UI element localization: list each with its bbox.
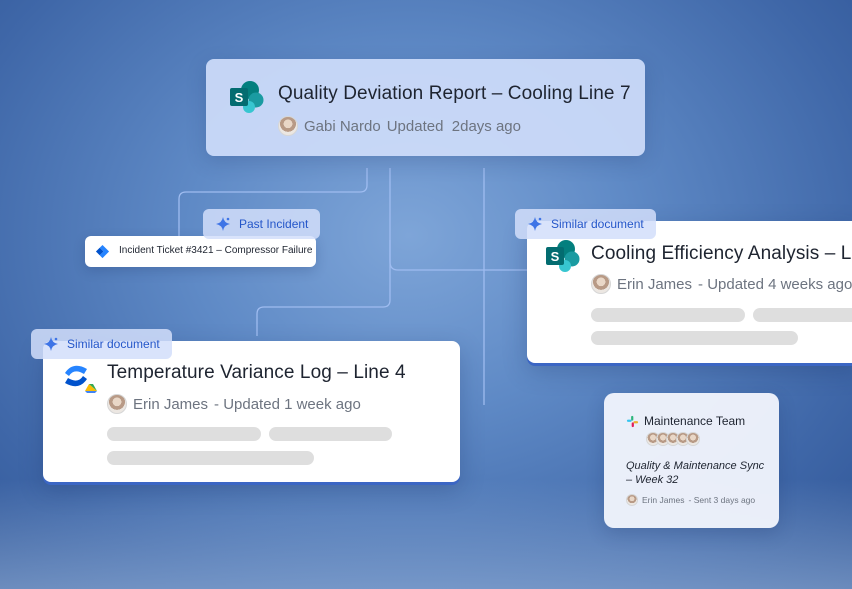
sparkle-icon	[216, 217, 230, 231]
temperature-card-title: Temperature Variance Log – Line 4	[107, 362, 406, 383]
similar-document-label: Similar document	[67, 337, 160, 351]
sharepoint-icon: S	[546, 240, 580, 272]
author-name: Gabi Nardo	[304, 117, 381, 135]
avatar	[686, 432, 700, 446]
placeholder-bar	[591, 331, 798, 345]
svg-text:S: S	[235, 90, 244, 105]
sent-text: - Sent 3 days ago	[688, 495, 756, 505]
main-report-card[interactable]: S Quality Deviation Report – Cooling Lin…	[206, 59, 645, 156]
channel-name: Maintenance Team	[644, 414, 746, 428]
placeholder-bar	[107, 427, 261, 441]
avatar	[591, 274, 611, 294]
placeholder-bar	[753, 308, 852, 322]
cooling-efficiency-card[interactable]: S Cooling Efficiency Analysis – Li Erin …	[527, 221, 852, 363]
updated-text: - Updated 1 week ago	[214, 395, 361, 413]
cooling-card-title: Cooling Efficiency Analysis – Li	[591, 243, 852, 264]
confluence-drive-icon	[65, 365, 97, 393]
slack-message-card[interactable]: Maintenance Team Quality & Maintenance S…	[604, 393, 779, 528]
updated-text: Updated 2days ago	[386, 117, 521, 135]
temperature-variance-card[interactable]: Temperature Variance Log – Line 4 Erin J…	[43, 341, 460, 482]
avatar	[107, 394, 127, 414]
jira-icon	[95, 244, 110, 259]
past-incident-label: Past Incident	[239, 217, 309, 231]
sparkle-icon	[44, 337, 58, 351]
main-report-title: Quality Deviation Report – Cooling Line …	[278, 83, 631, 104]
slack-icon	[626, 415, 639, 427]
placeholder-bar	[591, 308, 745, 322]
svg-text:S: S	[551, 249, 560, 264]
updated-text: - Updated 4 weeks ago	[698, 275, 852, 293]
participant-avatars	[646, 432, 700, 446]
incident-ticket-title: Incident Ticket #3421 – Compressor Failu…	[119, 245, 313, 256]
past-incident-tag: Past Incident	[203, 209, 321, 239]
similar-document-label: Similar document	[551, 217, 644, 231]
message-text: Quality & Maintenance Sync – Week 32	[626, 460, 765, 486]
sharepoint-icon: S	[230, 81, 264, 113]
similar-document-tag: Similar document	[515, 209, 656, 239]
incident-ticket-card[interactable]: Incident Ticket #3421 – Compressor Failu…	[85, 236, 316, 267]
author-name: Erin James	[642, 495, 685, 505]
avatar	[278, 116, 298, 136]
author-name: Erin James	[133, 395, 209, 413]
placeholder-bar	[107, 451, 314, 465]
author-name: Erin James	[617, 275, 693, 293]
placeholder-bar	[269, 427, 392, 441]
avatar	[626, 494, 638, 506]
similar-document-tag: Similar document	[31, 329, 172, 359]
sparkle-icon	[528, 217, 542, 231]
